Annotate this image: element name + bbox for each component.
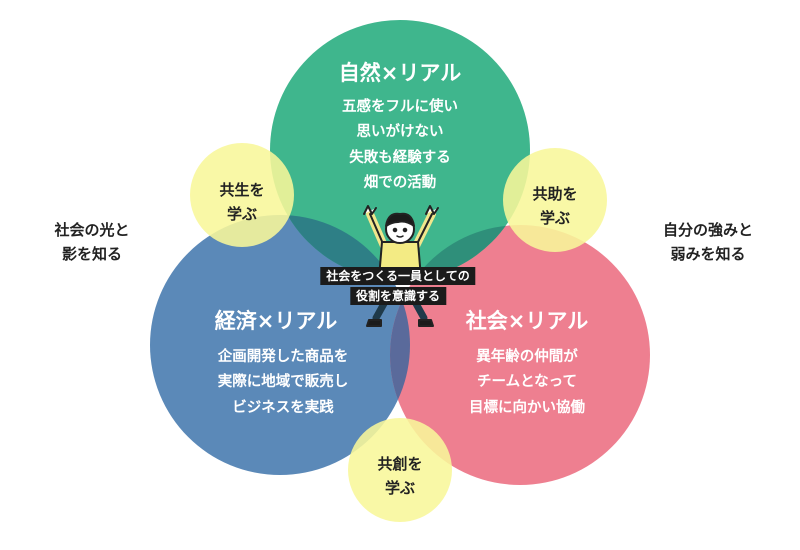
society-circle: [390, 225, 650, 485]
mutual-help-line: 学ぶ: [539, 209, 571, 227]
co-create-line: 共創を: [377, 455, 423, 473]
outer-right-line: 自分の強みと: [662, 221, 754, 239]
co-create-line: 学ぶ: [384, 479, 416, 497]
co-create-circle: [348, 418, 452, 522]
nature-title: 自然×リアル: [338, 61, 462, 85]
outer-left-label: 社会の光と 影を知る: [54, 218, 129, 266]
center-caption: 社会をつくる一員としての 役割を意識する: [320, 266, 476, 306]
economy-description: 企画開発した商品を 実際に地域で販売し ビジネスを実践: [218, 345, 349, 421]
nature-line: 思いがけない: [356, 124, 444, 141]
coexist-label: 共生を 学ぶ: [219, 178, 264, 226]
nature-line: 畑での活動: [363, 175, 437, 192]
co-create-label: 共創を 学ぶ: [377, 452, 422, 500]
mutual-help-label: 共助を 学ぶ: [532, 182, 577, 230]
nature-line: 五感をフルに使い: [342, 99, 458, 115]
outer-right-label: 自分の強みと 弱みを知る: [663, 218, 753, 266]
coexist-line: 共生を: [219, 181, 265, 199]
center-caption-line: 役割を意識する: [349, 287, 446, 305]
economy-line: 実際に地域で販売し: [217, 374, 349, 391]
society-title: 社会×リアル: [465, 309, 589, 333]
nature-description: 五感をフルに使い 思いがけない 失敗も経験する 畑での活動: [342, 95, 458, 197]
nature-circle: [270, 20, 530, 280]
nature-line: 失敗も経験する: [349, 149, 451, 166]
society-line: チームとなって: [477, 374, 577, 391]
mutual-help-line: 共助を: [532, 185, 578, 203]
economy-title: 経済×リアル: [214, 309, 338, 333]
coexist-line: 学ぶ: [226, 205, 258, 223]
economy-line: ビジネスを実践: [232, 399, 334, 416]
center-caption-line: 社会をつくる一員としての: [320, 267, 476, 285]
coexist-circle: [190, 143, 294, 247]
mutual-help-circle: [503, 148, 607, 252]
society-line: 異年齢の仲間が: [476, 349, 578, 365]
society-description: 異年齢の仲間が チームとなって 目標に向かい協働: [469, 345, 585, 421]
outer-right-line: 弱みを知る: [670, 245, 746, 263]
outer-left-line: 社会の光と: [54, 221, 130, 239]
outer-left-line: 影を知る: [61, 245, 123, 263]
society-line: 目標に向かい協働: [469, 399, 585, 416]
economy-line: 企画開発した商品を: [217, 349, 349, 365]
